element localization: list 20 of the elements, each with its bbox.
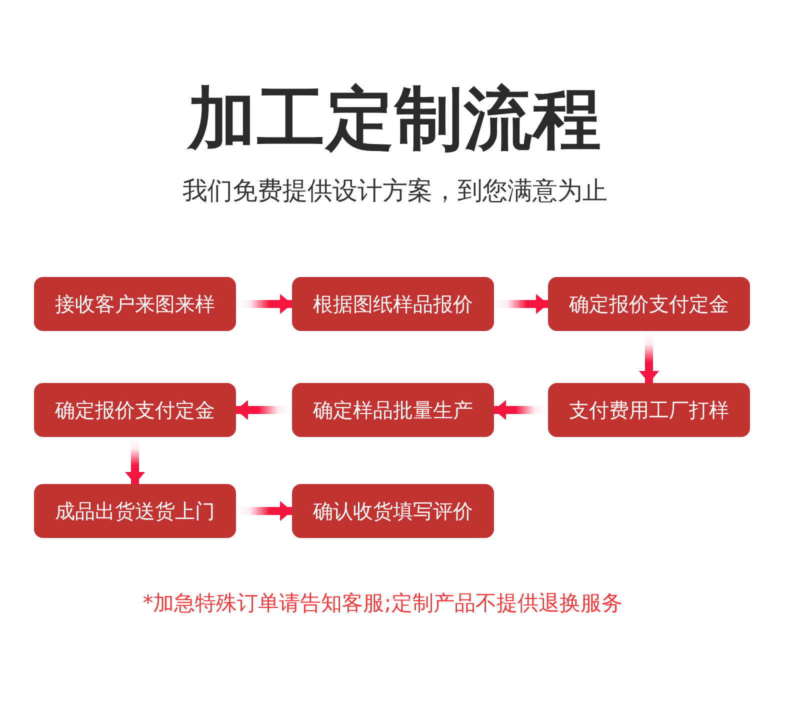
process-box bbox=[548, 277, 750, 331]
step-text: 接收客户来图来样 bbox=[55, 291, 215, 317]
process-box bbox=[34, 383, 236, 437]
process-box bbox=[292, 383, 494, 437]
process-box bbox=[548, 383, 750, 437]
process-box bbox=[34, 277, 236, 331]
title: 加工定制流程 bbox=[188, 79, 602, 161]
subtitle: 我们免费提供设计方案，到您满意为止 bbox=[182, 175, 608, 207]
step-text: 确定报价支付定金 bbox=[569, 291, 729, 317]
step-text: 确定报价支付定金 bbox=[55, 397, 215, 423]
step-text: 成品出货送货上门 bbox=[55, 498, 215, 524]
step-text: 确定样品批量生产 bbox=[313, 397, 473, 423]
process-box bbox=[292, 484, 494, 538]
note-text: *加急特殊订单请告知客服;定制产品不提供退换服务 bbox=[142, 590, 624, 617]
process-box bbox=[34, 484, 236, 538]
arrow bbox=[125, 437, 145, 484]
step-text: 支付费用工厂打样 bbox=[569, 397, 729, 423]
process-box bbox=[292, 277, 494, 331]
step-text: 根据图纸样品报价 bbox=[313, 291, 473, 317]
step-text: 确认收货填写评价 bbox=[313, 498, 473, 524]
